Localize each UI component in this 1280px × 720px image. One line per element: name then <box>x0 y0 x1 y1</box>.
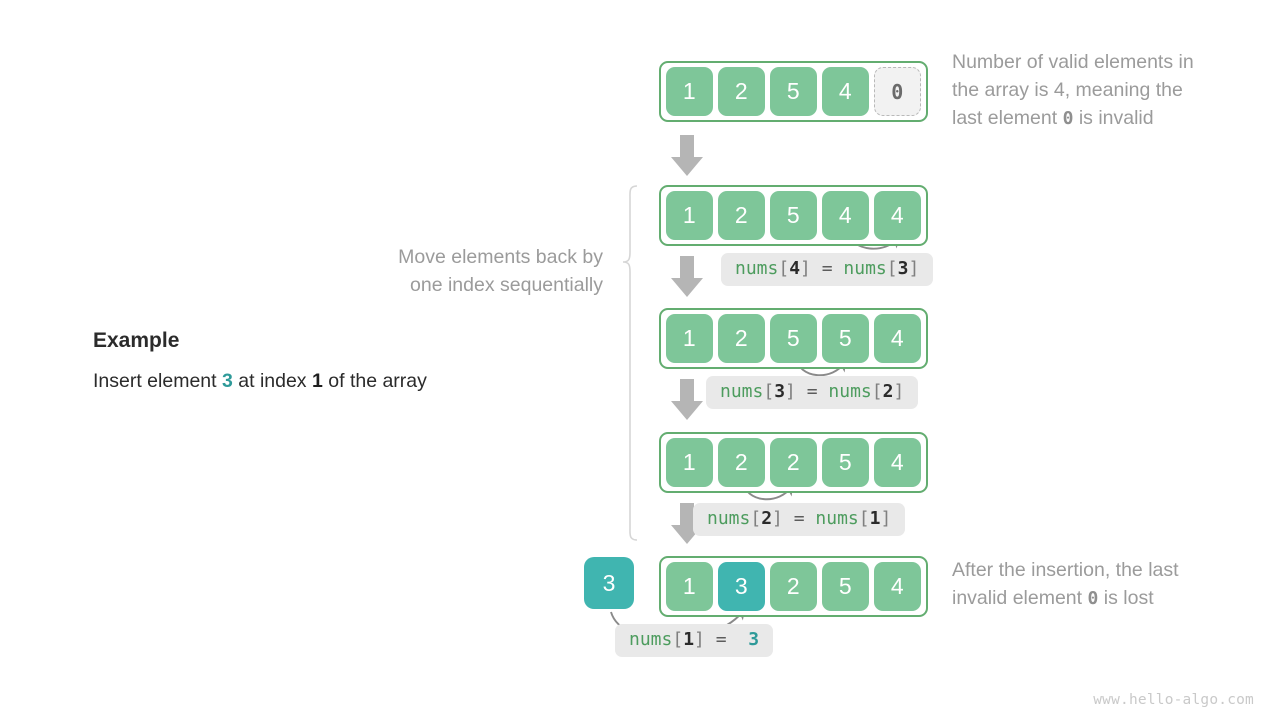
code-lhs-name: nums <box>720 381 764 402</box>
code-label-4: nums[1] = 3 <box>615 624 774 657</box>
inserted-element-tile[interactable]: 3 <box>584 557 634 609</box>
note-top-line1: Number of valid elements in <box>952 51 1194 73</box>
note-top-invalid-value: 0 <box>1062 108 1074 129</box>
array-step-3: 1 2 2 5 4 <box>659 432 928 493</box>
code-label-3: nums[2] = nums[1] <box>693 503 906 536</box>
note-top-line3-suffix: is invalid <box>1073 107 1154 129</box>
array-cell[interactable]: 1 <box>666 438 713 487</box>
example-insert-index: 1 <box>311 370 323 392</box>
note-top-line3-prefix: last element <box>952 107 1063 129</box>
array-cell[interactable]: 4 <box>874 314 921 363</box>
array-cell[interactable]: 5 <box>822 438 869 487</box>
code-rhs-lbracket: [ <box>886 258 898 279</box>
example-insert-value: 3 <box>221 370 233 392</box>
code-lhs-name: nums <box>735 258 779 279</box>
note-bottom-lost-value: 0 <box>1087 588 1099 609</box>
watermark: www.hello-algo.com <box>1093 692 1254 708</box>
code-lhs-lbracket: [ <box>672 629 684 650</box>
array-cell[interactable]: 1 <box>666 314 713 363</box>
code-rhs-literal: 3 <box>748 629 760 650</box>
array-cell[interactable]: 5 <box>822 314 869 363</box>
code-label-2: nums[3] = nums[2] <box>706 376 919 409</box>
code-rhs-index: 1 <box>869 508 881 529</box>
array-cell[interactable]: 1 <box>666 191 713 240</box>
array-cell[interactable]: 1 <box>666 67 713 116</box>
array-step-2: 1 2 5 5 4 <box>659 308 928 369</box>
group-brace <box>622 185 638 541</box>
note-top-line2: the array is 4, meaning the <box>952 79 1183 101</box>
array-step-0: 1 2 5 4 0 <box>659 61 928 122</box>
code-lhs-rbracket: ] <box>800 258 811 279</box>
flow-arrow-down-icon <box>671 379 703 420</box>
array-cell[interactable]: 5 <box>822 562 869 611</box>
array-cell[interactable]: 2 <box>718 438 765 487</box>
array-cell[interactable]: 1 <box>666 562 713 611</box>
code-equals: = <box>715 629 727 650</box>
code-equals: = <box>793 508 805 529</box>
array-cell[interactable]: 4 <box>874 191 921 240</box>
example-title: Example <box>93 329 180 352</box>
code-rhs-name: nums <box>843 258 887 279</box>
example-suffix: of the array <box>322 370 427 392</box>
array-cell-inserted[interactable]: 3 <box>718 562 765 611</box>
example-mid: at index <box>232 370 312 392</box>
code-lhs-rbracket: ] <box>694 629 705 650</box>
array-cell-invalid[interactable]: 0 <box>874 67 921 116</box>
array-cell[interactable]: 5 <box>770 67 817 116</box>
note-top-line3: last element 0 is invalid <box>952 104 1272 133</box>
array-cell[interactable]: 4 <box>874 438 921 487</box>
array-cell[interactable]: 2 <box>718 67 765 116</box>
code-lhs-rbracket: ] <box>772 508 783 529</box>
code-lhs-rbracket: ] <box>785 381 796 402</box>
code-equals: = <box>806 381 818 402</box>
array-cell[interactable]: 4 <box>822 191 869 240</box>
code-rhs-index: 3 <box>897 258 909 279</box>
array-cell[interactable]: 2 <box>718 314 765 363</box>
code-lhs-lbracket: [ <box>763 381 775 402</box>
array-cell[interactable]: 2 <box>770 562 817 611</box>
example-subtitle: Insert element 3 at index 1 of the array <box>93 370 427 393</box>
array-step-1: 1 2 5 4 4 <box>659 185 928 246</box>
code-lhs-index: 2 <box>761 508 773 529</box>
code-rhs-rbracket: ] <box>908 258 920 279</box>
code-lhs-index: 3 <box>774 381 786 402</box>
array-cell[interactable]: 4 <box>874 562 921 611</box>
code-rhs-name: nums <box>828 381 872 402</box>
note-bottom-line1: After the insertion, the last <box>952 559 1179 581</box>
array-cell[interactable]: 2 <box>770 438 817 487</box>
note-bottom-line2-suffix: is lost <box>1098 587 1154 609</box>
code-rhs-lbracket: [ <box>871 381 883 402</box>
array-cell[interactable]: 2 <box>718 191 765 240</box>
note-bottom-line2: invalid element 0 is lost <box>952 584 1272 613</box>
code-rhs-index: 2 <box>882 381 894 402</box>
array-cell[interactable]: 4 <box>822 67 869 116</box>
note-middle-line1: Move elements back by <box>398 246 603 268</box>
code-lhs-lbracket: [ <box>750 508 762 529</box>
code-label-1: nums[4] = nums[3] <box>721 253 934 286</box>
code-lhs-lbracket: [ <box>778 258 790 279</box>
code-equals: = <box>821 258 833 279</box>
note-middle: Move elements back by one index sequenti… <box>303 243 603 299</box>
code-rhs-rbracket: ] <box>880 508 892 529</box>
note-middle-line2: one index sequentially <box>410 274 603 296</box>
array-cell[interactable]: 5 <box>770 314 817 363</box>
example-prefix: Insert element <box>93 370 222 392</box>
note-bottom-line2-prefix: invalid element <box>952 587 1088 609</box>
code-lhs-index: 4 <box>789 258 801 279</box>
code-lhs-name: nums <box>707 508 751 529</box>
code-rhs-lbracket: [ <box>858 508 870 529</box>
code-lhs-index: 1 <box>683 629 695 650</box>
note-bottom: After the insertion, the last invalid el… <box>952 556 1272 613</box>
code-lhs-name: nums <box>629 629 673 650</box>
flow-arrow-down-icon <box>671 135 703 176</box>
note-top: Number of valid elements in the array is… <box>952 48 1272 133</box>
array-step-4: 1 3 2 5 4 <box>659 556 928 617</box>
code-rhs-name: nums <box>815 508 859 529</box>
flow-arrow-down-icon <box>671 256 703 297</box>
code-rhs-rbracket: ] <box>893 381 905 402</box>
array-cell[interactable]: 5 <box>770 191 817 240</box>
